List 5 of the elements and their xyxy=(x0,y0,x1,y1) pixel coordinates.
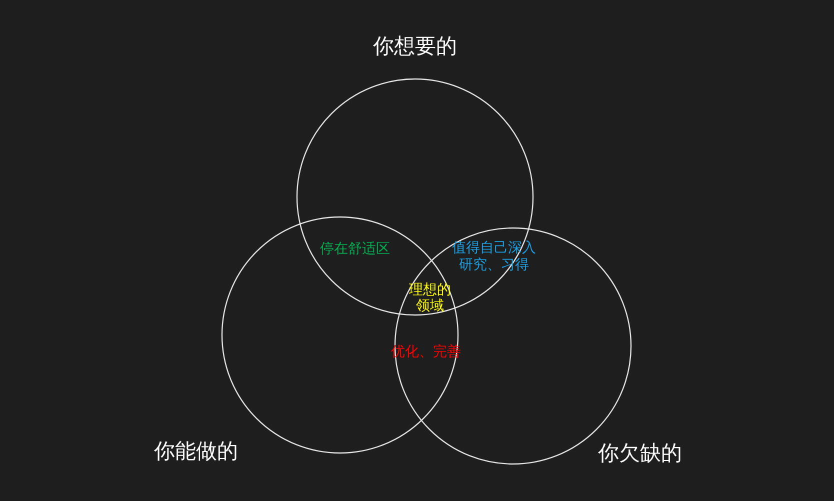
heading: 你想要的 xyxy=(373,34,457,58)
region-label: 理想的领域 xyxy=(408,282,452,314)
heading: 你欠缺的 xyxy=(598,441,682,465)
region-label: 停在舒适区 xyxy=(320,241,390,257)
heading: 你能做的 xyxy=(154,439,238,463)
